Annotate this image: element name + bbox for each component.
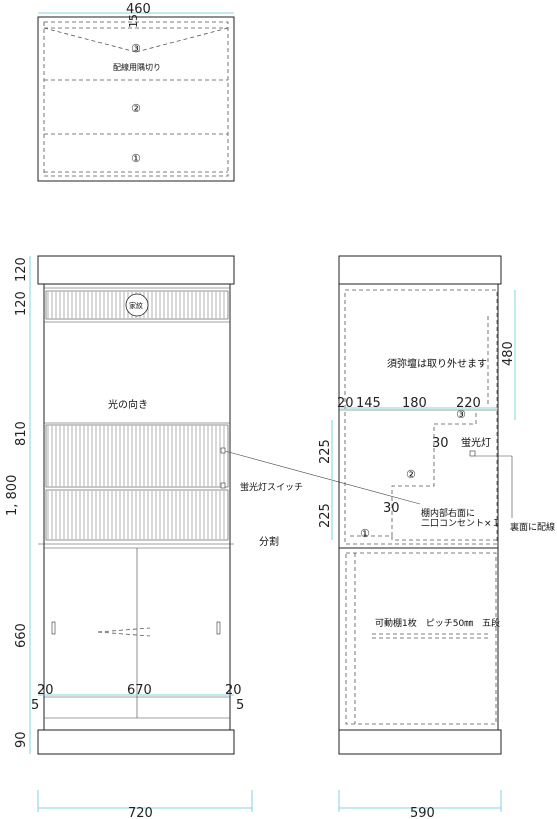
front-top-transom [45,290,229,320]
side-view: 須弥壇は取り外せます 480 20 145 180 220 225 225 30… [318,255,555,819]
switch-marker-2 [220,482,226,489]
removable-note: 須弥壇は取り外せます [387,357,487,370]
top-outline [37,16,235,182]
inner-shelf-dash-2 [97,631,151,637]
family-crest-label: 家紋 [129,301,143,310]
side-upper-inner [344,289,498,545]
dim-center-670: 670 [127,683,152,698]
side-shelf-1-marker: ① [360,527,370,540]
side-dim-220: 220 [456,396,481,411]
top-shelf-1-marker: ① [131,152,141,165]
wiring-cut-left [43,27,137,53]
dim-lower-660: 660 [14,623,29,648]
top-view: 460 15 ③ 配線用隅切り ② ① [37,2,235,182]
side-dim-225-upper: 225 [318,439,333,464]
dim-plinth-90: 90 [14,731,29,748]
dim-total-width-720: 720 [128,806,153,819]
top-shelf-2-marker: ② [131,102,141,115]
side-dim-225-lower: 225 [318,503,333,528]
light-direction-label: 光の向き [108,398,148,411]
dim-total-depth-590: 590 [410,806,435,819]
top-width-dimension: 460 [126,2,151,17]
top-transom-slats [47,292,225,318]
side-dim-180: 180 [402,396,427,411]
dim-crown-120: 120 [14,257,29,282]
switch-label: 蛍光灯スイッチ [240,481,303,493]
switch-leader-line [224,450,421,505]
door-handle-left [51,621,56,635]
side-dim-145: 145 [356,396,381,411]
dim-480: 480 [501,341,516,366]
inner-shelf-dash [97,627,151,633]
family-crest-circle [125,293,149,317]
dim-total-1800: 1, 800 [5,475,20,516]
altar-base [391,536,498,541]
door-handle-right [216,621,221,635]
lower-door-slats [47,491,225,539]
side-dim-30-lower: 30 [383,501,400,516]
wiring-cut-right [135,27,229,53]
front-slat-door-lower [45,489,229,541]
front-crown [37,255,235,285]
back-wiring-label: 裏面に配線 [510,521,555,533]
side-shelf-2-marker: ② [406,468,416,481]
front-slat-door-upper [45,424,229,488]
fluorescent-label: 蛍光灯 [461,436,491,449]
wiring-corner-label: 配線用隅切り [113,62,161,72]
split-label: 分割 [259,535,279,548]
dim-right-5: 5 [236,698,244,713]
front-plinth [37,729,235,755]
dim-upper-810: 810 [14,421,29,446]
dim-left-5: 5 [31,698,39,713]
side-plinth [338,729,502,755]
side-dim-20: 20 [337,396,354,411]
switch-marker [220,447,226,454]
upper-door-slats [47,426,225,486]
outlet-note-line2: 二口コンセント×１ [421,518,501,529]
dim-transom-120: 120 [14,291,29,316]
top-offset-dimension: 15 [127,14,140,28]
side-lower-body [338,547,499,731]
front-view: 家紋 光の向き 120 120 810 1, 800 660 90 20 [5,255,303,819]
dim-right-20: 20 [225,683,242,698]
outlet-note-line1: 棚内部右面に [421,507,475,519]
side-crown [338,255,502,285]
side-dim-30-upper: 30 [432,436,449,451]
side-shelf-3-marker: ③ [456,408,466,421]
dim-left-20: 20 [37,683,54,698]
side-lower-inner [345,552,497,725]
movable-shelf-label: 可動棚1枚 ピッチ50㎜ 五段 [375,617,500,629]
top-inner-outline [43,21,229,177]
fluorescent-marker [469,450,476,457]
top-shelf-3-marker: ③ [131,42,141,55]
